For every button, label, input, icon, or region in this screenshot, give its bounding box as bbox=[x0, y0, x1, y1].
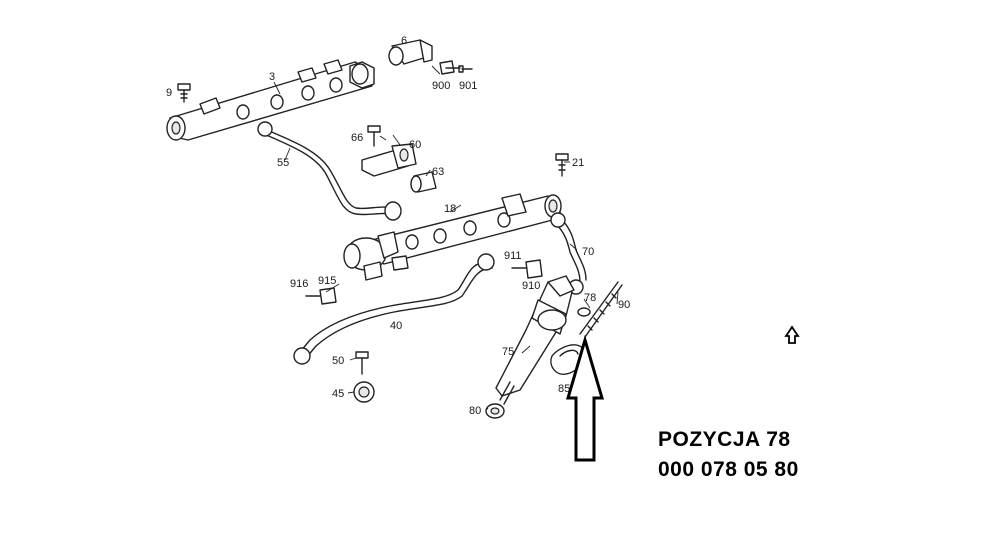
callout-70: 70 bbox=[582, 246, 594, 258]
injector-75 bbox=[495, 275, 575, 405]
small-arrow-icon bbox=[784, 325, 800, 344]
connector-910 bbox=[511, 259, 543, 279]
fuel-line-70 bbox=[550, 212, 587, 295]
callout-50: 50 bbox=[332, 355, 344, 367]
callout-6: 6 bbox=[401, 35, 407, 47]
stud-90 bbox=[579, 281, 623, 338]
callout-901: 901 bbox=[459, 80, 477, 92]
damper-63 bbox=[410, 171, 437, 193]
callout-66: 66 bbox=[351, 132, 363, 144]
upper-fuel-rail bbox=[166, 59, 375, 141]
seal-78 bbox=[577, 307, 591, 317]
callout-80: 80 bbox=[469, 405, 481, 417]
connector-915 bbox=[305, 287, 337, 305]
callout-85: 85 bbox=[558, 383, 570, 395]
bolt-9 bbox=[177, 83, 191, 103]
bolt-66 bbox=[367, 125, 381, 147]
callout-911: 911 bbox=[504, 250, 522, 262]
fuel-line-40 bbox=[293, 253, 495, 365]
connector-900 bbox=[439, 60, 461, 75]
fuel-line-55 bbox=[257, 121, 402, 221]
lower-fuel-rail bbox=[343, 193, 562, 281]
callout-55: 55 bbox=[277, 157, 289, 169]
callout-915: 915 bbox=[318, 275, 336, 287]
bolt-21 bbox=[555, 153, 569, 177]
callout-60: 60 bbox=[409, 139, 421, 151]
pointer-arrow-icon bbox=[565, 334, 605, 462]
callout-18: 18 bbox=[444, 203, 456, 215]
callout-75: 75 bbox=[502, 346, 514, 358]
callout-40: 40 bbox=[390, 320, 402, 332]
callout-900: 900 bbox=[432, 80, 450, 92]
callout-78: 78 bbox=[584, 292, 596, 304]
callout-9: 9 bbox=[166, 87, 172, 99]
pin-901 bbox=[458, 65, 473, 73]
callout-63: 63 bbox=[432, 166, 444, 178]
clamp-45 bbox=[353, 381, 375, 403]
callout-45: 45 bbox=[332, 388, 344, 400]
callout-21: 21 bbox=[572, 157, 584, 169]
pressure-sensor-6 bbox=[388, 39, 433, 66]
callout-910: 910 bbox=[522, 280, 540, 292]
callout-90: 90 bbox=[618, 299, 630, 311]
callout-3: 3 bbox=[269, 71, 275, 83]
callout-labels: 3 6 9 900 901 55 66 60 63 21 18 70 911 9… bbox=[166, 35, 630, 417]
caption-part-number: 000 078 05 80 bbox=[658, 458, 799, 481]
bracket-60 bbox=[361, 143, 417, 177]
washer-80 bbox=[485, 403, 505, 419]
bolt-50 bbox=[355, 351, 369, 375]
caption-title: POZYCJA 78 bbox=[658, 428, 791, 451]
callout-916: 916 bbox=[290, 278, 308, 290]
callout-leaders bbox=[273, 65, 619, 411]
